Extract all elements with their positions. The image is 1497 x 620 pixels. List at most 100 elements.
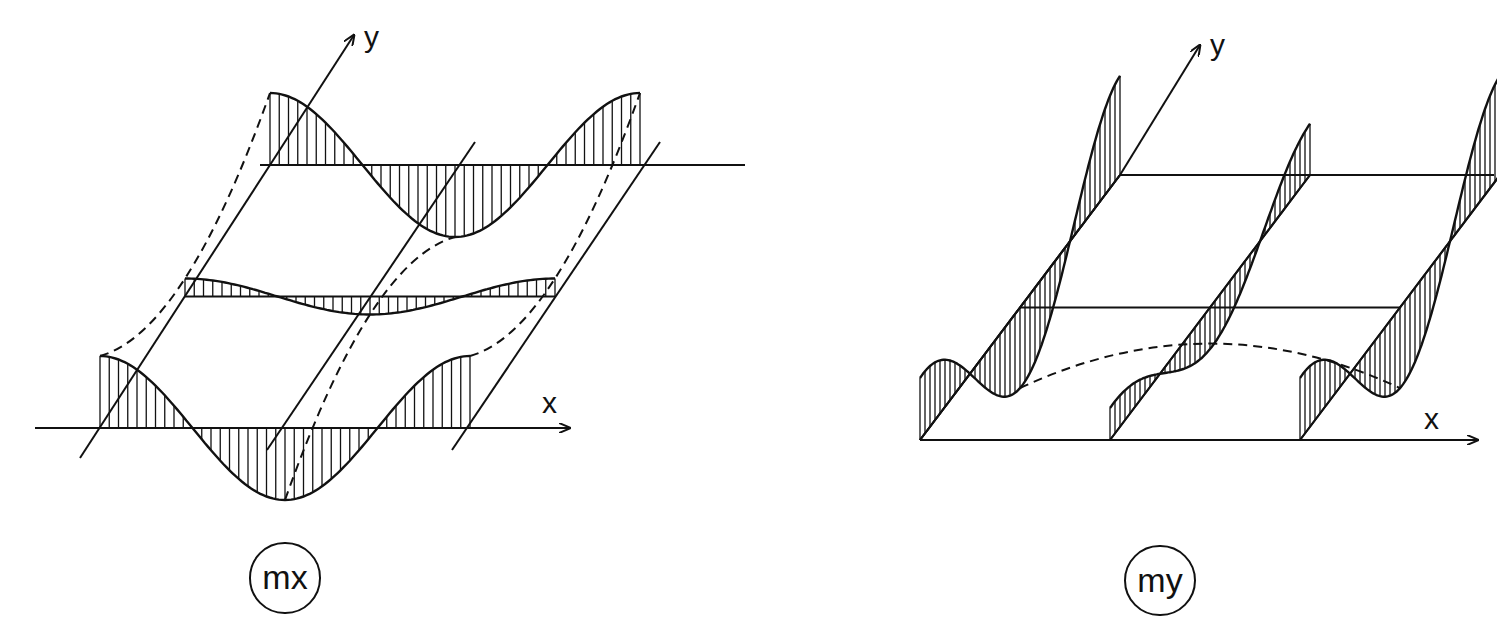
hatch-line xyxy=(565,143,566,165)
hatch-line xyxy=(464,165,465,236)
hatch-line xyxy=(109,357,110,428)
hatch-line xyxy=(1334,363,1335,394)
hatch-line xyxy=(247,428,248,486)
dashed-envelope xyxy=(100,93,270,356)
hatch-line xyxy=(1199,321,1200,360)
hatch-line xyxy=(334,132,335,165)
hatch-line xyxy=(1009,321,1010,396)
hatch-line xyxy=(1364,354,1365,388)
hatch-line xyxy=(1284,174,1285,209)
hatch-line xyxy=(934,362,935,420)
hatch-line xyxy=(323,297,324,310)
hatch-line xyxy=(939,360,940,413)
hatch-line xyxy=(469,356,470,428)
base-line xyxy=(1110,175,1310,440)
moment-curve xyxy=(920,76,1120,397)
hatch-line xyxy=(1234,274,1235,305)
hatch-line xyxy=(1044,274,1045,334)
hatch-line xyxy=(314,297,315,308)
hatch-line xyxy=(388,297,389,314)
hatch-line xyxy=(1424,274,1425,334)
hatch-line xyxy=(954,363,955,394)
y-axis xyxy=(80,165,270,458)
hatch-line xyxy=(360,297,361,315)
plate-edge xyxy=(1110,175,1310,440)
hatch-line xyxy=(959,366,960,387)
hatch-line xyxy=(390,165,391,198)
base-line xyxy=(185,296,555,298)
hatch-line xyxy=(220,428,221,461)
hatch-line xyxy=(1374,341,1375,395)
hatch-line xyxy=(1309,366,1310,427)
hatch-line xyxy=(1479,124,1480,201)
hatch-line xyxy=(408,165,409,216)
hatch-line xyxy=(445,165,446,236)
hatch-line xyxy=(989,347,990,391)
dashed-envelope xyxy=(470,93,640,356)
hatch-line xyxy=(1419,281,1420,349)
hatch-line xyxy=(1194,327,1195,363)
hatch-line xyxy=(1229,281,1230,316)
hatch-line xyxy=(482,165,483,229)
axis-label: y xyxy=(362,22,381,52)
hatch-line xyxy=(1094,141,1095,208)
hatch-line xyxy=(423,377,424,428)
hatch-line xyxy=(1134,383,1135,407)
hatch-line xyxy=(1114,401,1115,433)
hatch-line xyxy=(184,279,185,297)
hatch-line xyxy=(1319,360,1320,413)
hatch-line xyxy=(1179,347,1180,370)
hatch-line xyxy=(1049,268,1050,319)
hatch-line xyxy=(1304,371,1305,433)
hatch-line xyxy=(994,341,995,395)
hatch-line xyxy=(1484,109,1485,195)
hatch-line xyxy=(499,286,500,297)
base-line xyxy=(270,164,640,166)
hatch-line xyxy=(949,361,950,401)
plate-edge xyxy=(920,175,1120,440)
hatch-line xyxy=(1014,314,1015,393)
base-line xyxy=(920,175,1120,440)
hatch-line xyxy=(1339,366,1340,387)
hatch-line xyxy=(210,428,211,450)
moment-curve xyxy=(270,93,640,237)
hatch-line xyxy=(1324,360,1325,407)
hatch-line xyxy=(427,165,428,229)
base-line xyxy=(1300,175,1497,440)
hatch-line xyxy=(517,282,518,297)
hatch-line xyxy=(294,428,295,499)
hatch-line xyxy=(1144,378,1145,394)
plate-edge xyxy=(260,164,745,166)
hatch-line xyxy=(944,360,945,407)
x-axis xyxy=(35,427,570,429)
hatch-line xyxy=(212,280,213,296)
hatch-line xyxy=(1039,281,1040,349)
hatch-line xyxy=(269,93,270,165)
axis-label: y xyxy=(1208,30,1227,60)
hatch-line xyxy=(984,354,985,388)
hatch-line xyxy=(306,107,307,165)
hatch-line xyxy=(491,165,492,223)
hatch-line xyxy=(194,279,195,297)
hatch-line xyxy=(349,428,350,461)
hatch-line xyxy=(1294,151,1295,195)
hatch-line xyxy=(612,101,613,165)
hatch-line xyxy=(343,143,344,165)
hatch-line xyxy=(417,165,418,223)
hatch-line xyxy=(380,165,381,187)
hatch-line xyxy=(460,357,461,428)
hatch-line xyxy=(316,114,317,165)
hatch-line xyxy=(1114,85,1115,182)
hatch-line xyxy=(1104,109,1105,195)
hatch-line xyxy=(340,428,341,470)
hatch-line xyxy=(1219,294,1220,334)
hatch-line xyxy=(284,428,285,500)
hatch-line xyxy=(358,428,359,450)
hatch-line xyxy=(575,132,576,165)
moment-curve xyxy=(1110,124,1310,408)
hatch-line xyxy=(99,356,100,428)
hatch-line xyxy=(240,286,241,297)
hatch-line xyxy=(1004,327,1005,396)
hatch-line xyxy=(473,165,474,233)
hatch-line xyxy=(395,406,396,428)
